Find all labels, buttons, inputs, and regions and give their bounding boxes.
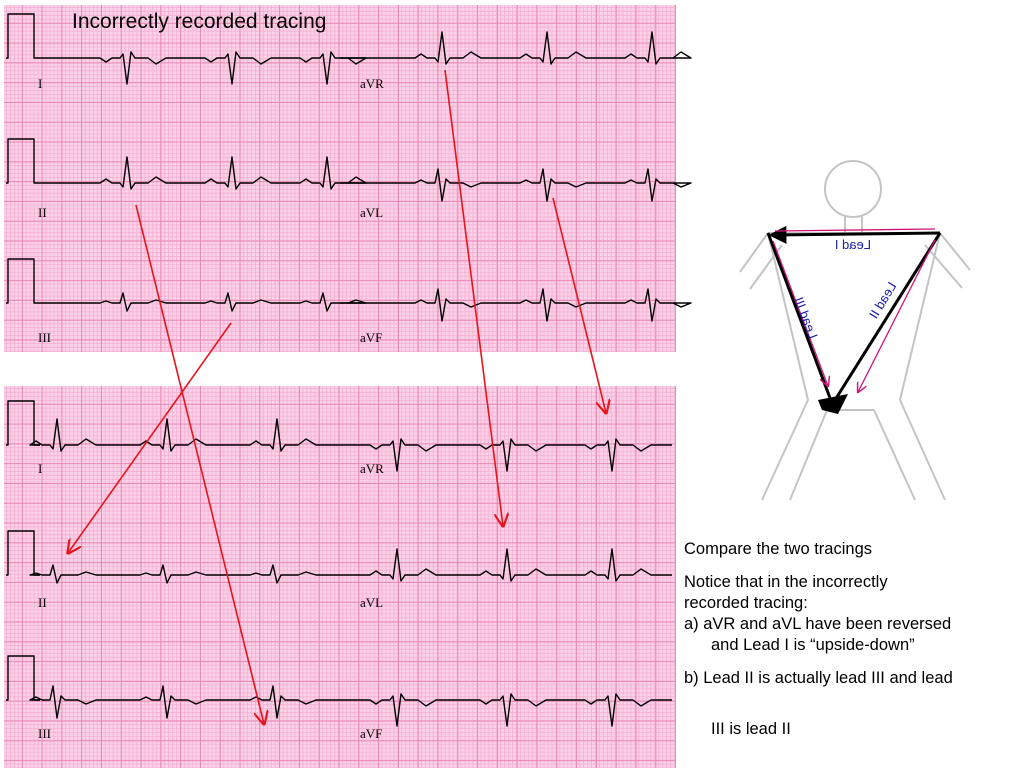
- ecg-trace: [40, 51, 367, 85]
- leg-electrode-marker: [818, 394, 848, 414]
- lead-III-label: Lead III: [791, 295, 821, 341]
- lead-label-top-aVR: aVR: [360, 76, 384, 91]
- ecg-trace: [340, 168, 692, 202]
- note-intro-1: Notice that in the incorrectly: [684, 573, 888, 591]
- lead-II-vector: [833, 232, 942, 401]
- note-item-a-cont: and Lead I is “upside-down”: [711, 636, 915, 654]
- lead-label-bottom-aVF: aVF: [360, 726, 383, 741]
- note-compare: Compare the two tracings: [684, 540, 873, 558]
- mapping-arrow-avl-to-avr: [552, 197, 606, 413]
- correct-ecg-tracing: [4, 386, 676, 768]
- ecg-trace: [340, 548, 672, 582]
- note-item-a: a) aVR and aVL have been reversed: [684, 615, 952, 633]
- tracing-title: Incorrectly recorded tracing: [72, 10, 327, 33]
- mapping-arrow-avr-to-avl: [444, 69, 503, 526]
- lead-I-arrow: [774, 228, 936, 232]
- lead-label-top-II: II: [38, 205, 47, 220]
- ecg-trace: [340, 438, 672, 472]
- lead-label-top-aVL: aVL: [360, 205, 384, 220]
- lead-label-bottom-aVL: aVL: [360, 595, 384, 610]
- mapping-arrow-iii-to-ii: [68, 322, 232, 553]
- lead-I-vector: [768, 225, 941, 244]
- ecg-trace: [29, 418, 340, 452]
- lead-label-bottom-I: I: [38, 461, 43, 476]
- ecg-trace: [340, 693, 672, 727]
- einthoven-body-figure: [739, 160, 971, 501]
- lead-label-top-III: III: [38, 330, 51, 345]
- incorrect-ecg-tracing: [4, 5, 676, 352]
- calibration-pulse: [6, 400, 40, 446]
- calibration-pulse: [6, 138, 40, 184]
- explanation-notes: Compare the two tracings Notice that in …: [684, 539, 1020, 740]
- note-item-b: b) Lead II is actually lead III and lead: [684, 669, 953, 687]
- lead-label-top-I: I: [38, 76, 43, 91]
- lead-label-bottom-III: III: [38, 726, 51, 741]
- lead-III-vector: [766, 232, 832, 399]
- ecg-trace: [29, 564, 340, 584]
- lead-label-bottom-aVR: aVR: [360, 461, 384, 476]
- ecg-trace: [340, 288, 692, 322]
- ecg-trace: [40, 292, 367, 312]
- calibration-pulse: [6, 258, 40, 304]
- ecg-trace: [29, 685, 340, 719]
- einthoven-triangle: [766, 225, 942, 414]
- calibration-pulse: [6, 655, 40, 701]
- lead-label-top-aVF: aVF: [360, 330, 383, 345]
- lead-I-label: Lead I: [835, 237, 871, 252]
- note-intro-2: recorded tracing:: [684, 594, 808, 612]
- calibration-pulse: [6, 530, 40, 576]
- lead-label-bottom-II: II: [38, 595, 47, 610]
- lead-II-label: Lead II: [866, 279, 899, 321]
- calibration-pulse: [6, 13, 40, 59]
- lead-II-arrow: [858, 239, 936, 392]
- note-item-b-cont: III is lead II: [711, 720, 791, 738]
- lead-III-arrow: [772, 240, 828, 386]
- ecg-trace: [40, 156, 367, 190]
- ecg-trace: [340, 31, 692, 65]
- mapping-arrow-ii-to-iii: [135, 204, 264, 724]
